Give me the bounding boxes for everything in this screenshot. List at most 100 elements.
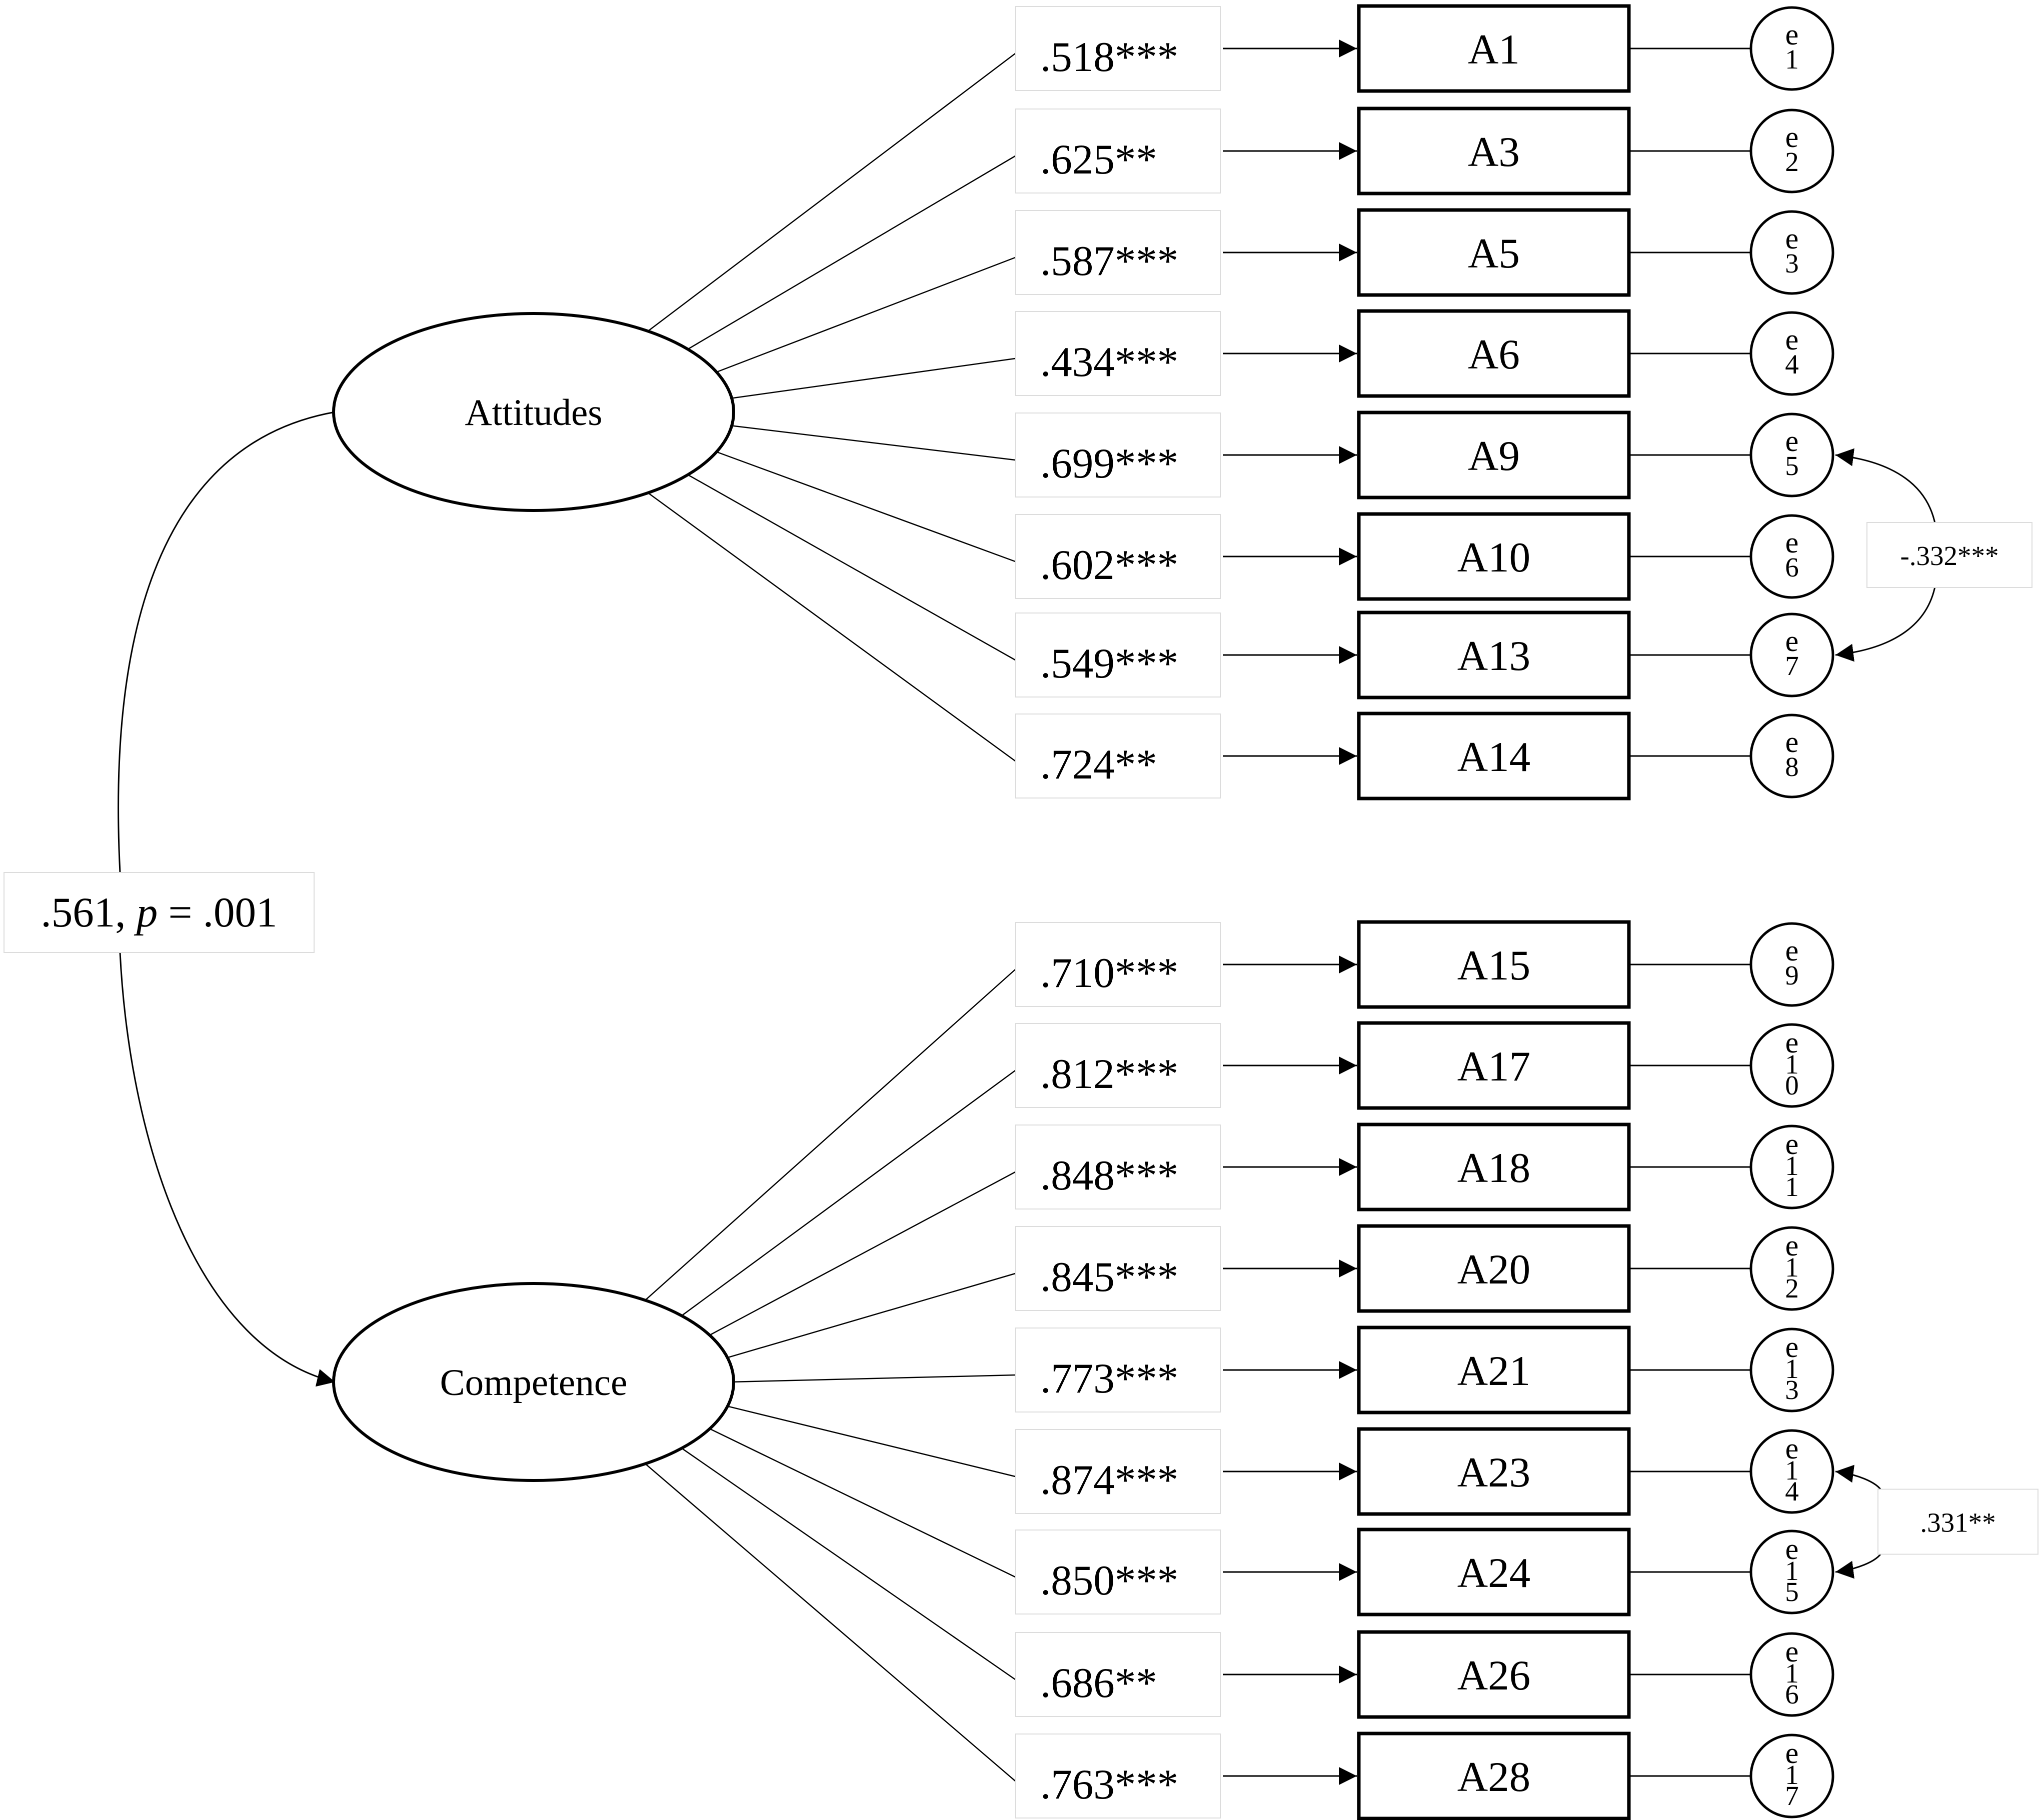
loading-label-box	[1015, 311, 1221, 396]
covariance-arrow-lower	[1835, 584, 1936, 662]
error-circle	[1749, 1530, 1834, 1614]
loading-value: .812***	[1040, 1050, 1178, 1098]
loading-value: .850***	[1040, 1557, 1178, 1604]
indicator-label: A13	[1457, 632, 1530, 680]
loading-path-a18	[706, 1171, 1016, 1338]
error-term-a15: e9	[1749, 922, 1834, 1007]
error-circle	[1749, 311, 1834, 396]
indicator-box	[1357, 610, 1631, 700]
error-covariance-1	[1835, 1464, 1883, 1579]
indicator-box	[1357, 1224, 1631, 1313]
loading-label-a5: .587***	[1015, 210, 1221, 295]
latent-label: Attitudes	[465, 392, 603, 434]
loading-label-box	[1015, 514, 1221, 599]
error-circle	[1749, 612, 1834, 698]
error-text-part: e	[1785, 1128, 1799, 1160]
indicator-box	[1357, 1021, 1631, 1110]
loading-value: .699***	[1040, 440, 1178, 487]
error-text-part: 7	[1785, 1780, 1799, 1811]
loading-label-a24: .850***	[1015, 1530, 1221, 1614]
indicator-label: A10	[1457, 534, 1530, 581]
covariance-arrow-lower	[1835, 1551, 1883, 1579]
error-term-a10: e6	[1749, 514, 1834, 599]
indicator-a23: A23	[1357, 1427, 1631, 1516]
loading-label-box	[1015, 1124, 1221, 1210]
covariance-label-box	[1866, 522, 2032, 588]
latent-competence: Competence	[332, 1282, 735, 1482]
loading-label-box	[1015, 6, 1221, 91]
error-text-part: 0	[1785, 1070, 1799, 1100]
indicator-box	[1357, 208, 1631, 297]
indicator-a26: A26	[1357, 1630, 1631, 1719]
error-text-part: 5	[1785, 1576, 1799, 1607]
loading-value: .845***	[1040, 1254, 1178, 1300]
loading-label-box	[1015, 1023, 1221, 1108]
error-text-part: 3	[1785, 248, 1799, 278]
error-text-part: 1	[1785, 1658, 1799, 1688]
error-text-part: 5	[1785, 450, 1799, 481]
latent-correlation	[118, 400, 355, 1387]
indicator-label: A24	[1457, 1550, 1530, 1596]
indicator-box	[1357, 712, 1631, 800]
covariance-label-0: -.332***	[1866, 522, 2032, 588]
error-circle	[1749, 1734, 1834, 1818]
error-covariance-0	[1835, 448, 1936, 662]
loading-label-a14: .724**	[1015, 714, 1221, 798]
loading-label-a17: .812***	[1015, 1023, 1221, 1108]
indicator-box	[1357, 410, 1631, 500]
loading-label-box	[1015, 210, 1221, 295]
loading-label-box	[1015, 1429, 1221, 1514]
indicator-box	[1357, 1122, 1631, 1212]
indicator-box	[1357, 512, 1631, 601]
indicator-label: A14	[1457, 734, 1530, 780]
indicator-a14: A14	[1357, 712, 1631, 800]
loading-path-a3	[685, 155, 1016, 352]
error-term-a21: e13	[1749, 1328, 1834, 1412]
loading-label-a18: .848***	[1015, 1124, 1221, 1210]
error-text-part: e	[1785, 222, 1799, 255]
error-term-a14: e8	[1749, 714, 1834, 798]
indicator-label: A15	[1457, 942, 1530, 989]
error-text-part: e	[1785, 624, 1799, 658]
error-text-part: e	[1785, 1330, 1799, 1364]
error-text-part: e	[1785, 1635, 1799, 1668]
indicator-label: A23	[1457, 1449, 1530, 1496]
loading-label-a21: .773***	[1015, 1328, 1221, 1412]
loading-value: .625**	[1040, 136, 1157, 183]
error-circle	[1749, 1632, 1834, 1717]
loading-path-a10	[713, 450, 1016, 562]
loading-label-a23: .874***	[1015, 1429, 1221, 1514]
latent-ellipse	[332, 1282, 735, 1482]
error-text-part: 1	[1785, 44, 1799, 74]
error-text-part: e	[1785, 424, 1799, 458]
error-text-part: e	[1785, 323, 1799, 356]
indicator-box	[1357, 1630, 1631, 1719]
loading-value: .710***	[1040, 950, 1178, 996]
error-text-part: 1	[1785, 1252, 1799, 1282]
indicator-label: A1	[1468, 26, 1520, 73]
covariance-label-box	[1877, 1488, 2038, 1555]
indicator-a21: A21	[1357, 1326, 1631, 1414]
indicator-a18: A18	[1357, 1122, 1631, 1212]
indicator-a9: A9	[1357, 410, 1631, 500]
loading-path-a28	[643, 1462, 1016, 1782]
error-circle	[1749, 514, 1834, 599]
error-text-part: 1	[1785, 1556, 1799, 1586]
loading-value: .763***	[1040, 1761, 1178, 1808]
error-circle	[1749, 714, 1834, 798]
indicator-a5: A5	[1357, 208, 1631, 297]
loading-label-box	[1015, 1632, 1221, 1717]
loading-value: .848***	[1040, 1152, 1178, 1199]
error-circle	[1749, 412, 1834, 498]
loading-label-a9: .699***	[1015, 412, 1221, 498]
loading-label-a1: .518***	[1015, 6, 1221, 91]
correlation-label: .561, p = .001	[4, 872, 315, 953]
loading-path-a14	[645, 490, 1016, 762]
loading-label-a13: .549***	[1015, 612, 1221, 698]
error-text-part: 4	[1785, 1476, 1799, 1506]
error-text-part: e	[1785, 1432, 1799, 1465]
correlation-p-value: = .001	[158, 889, 277, 936]
error-text-part: 1	[1785, 1150, 1799, 1181]
indicator-box	[1357, 309, 1631, 398]
loading-label-a6: .434***	[1015, 311, 1221, 396]
